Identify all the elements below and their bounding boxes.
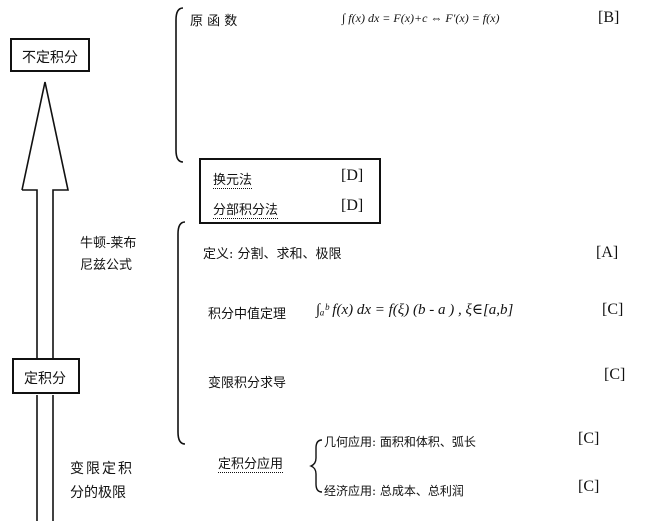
definite-bracket xyxy=(177,221,186,445)
economic-application-label: 经济应用: 总成本、总利润 xyxy=(324,484,464,498)
definite-integral-box: 定积分 xyxy=(12,358,80,394)
integration-methods-box: 换元法 [D] 分部积分法 [D] xyxy=(199,158,381,224)
variable-limit-derivative-grade: [C] xyxy=(604,366,626,383)
variable-limit-label-line1: 变限定积 xyxy=(70,461,134,477)
newton-leibniz-label-line1: 牛顿-莱布 xyxy=(80,236,137,251)
upward-double-arrow xyxy=(21,81,69,358)
geometric-application-grade: [C] xyxy=(578,430,600,447)
integration-by-parts-grade: [D] xyxy=(341,197,364,214)
mean-value-theorem-grade: [C] xyxy=(602,301,624,318)
integration-by-parts-label: 分部积分法 xyxy=(213,199,279,219)
variable-limit-label-line2: 分的极限 xyxy=(70,485,126,501)
newton-leibniz-label-line2: 尼兹公式 xyxy=(80,258,133,273)
mean-value-theorem-label: 积分中值定理 xyxy=(208,307,287,322)
geometric-application-label: 几何应用: 面积和体积、弧长 xyxy=(324,435,476,449)
economic-application-grade: [C] xyxy=(578,478,600,495)
definite-integral-application-label: 定积分应用 xyxy=(218,453,284,473)
definition-label: 定义: 分割、求和、极限 xyxy=(203,247,342,262)
mean-value-theorem-formula: ∫ₐᵇ f(x) dx = f(ξ) (b - a ) , ξ∈[a,b] xyxy=(316,302,514,318)
antiderivative-grade: [B] xyxy=(598,9,620,26)
indefinite-integral-label: 不定积分 xyxy=(22,50,78,66)
variable-limit-derivative-label: 变限积分求导 xyxy=(208,376,287,391)
substitution-method-grade: [D] xyxy=(341,167,364,184)
bottom-double-line xyxy=(36,395,54,521)
antiderivative-formula: ∫ f(x) dx = F(x)+c ⇔ F′(x) = f(x) xyxy=(342,11,500,25)
definition-grade: [A] xyxy=(596,244,619,261)
substitution-method-label: 换元法 xyxy=(213,169,253,189)
antiderivative-label: 原 函 数 xyxy=(190,14,238,29)
indefinite-bracket xyxy=(175,7,184,163)
indefinite-integral-box: 不定积分 xyxy=(10,38,90,72)
definite-integral-label: 定积分 xyxy=(24,371,66,387)
application-brace xyxy=(309,439,323,493)
